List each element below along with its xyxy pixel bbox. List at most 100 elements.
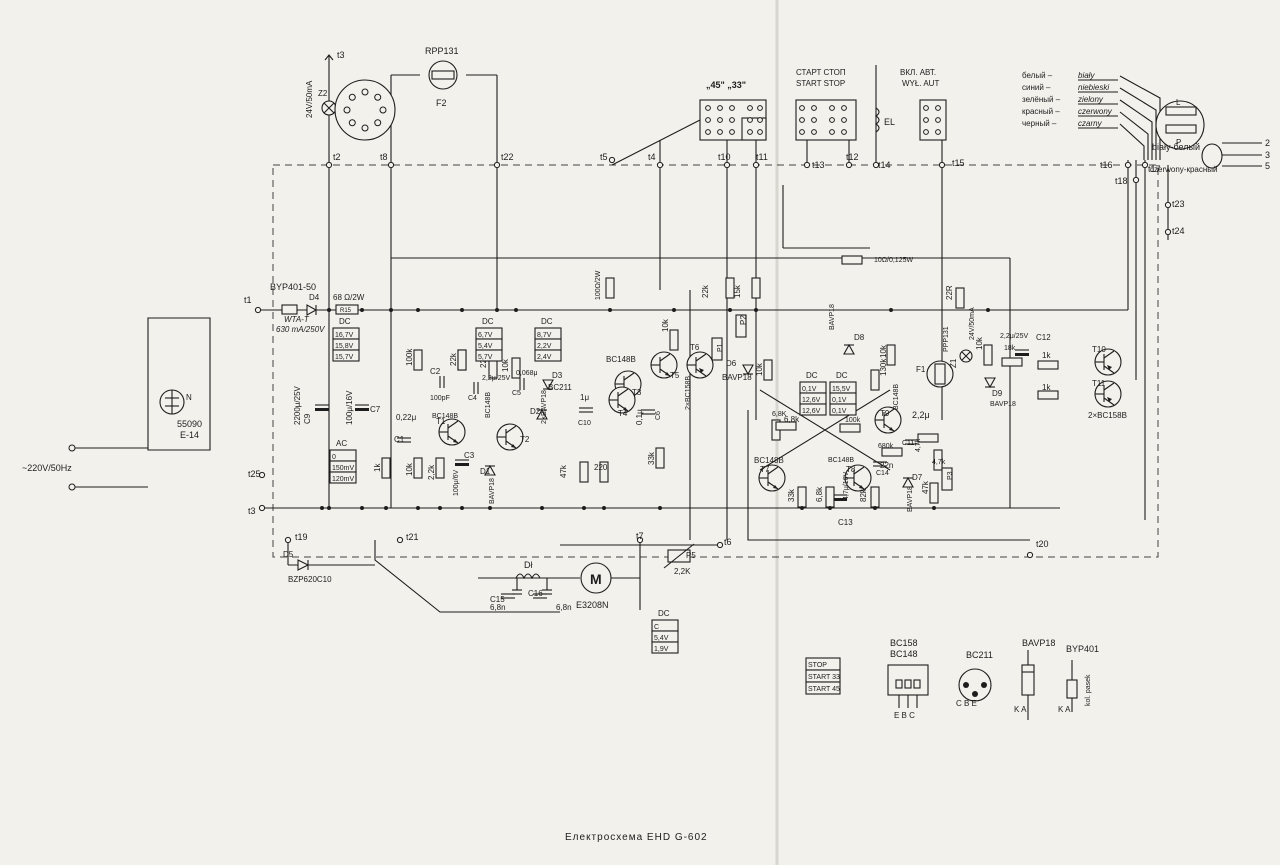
voltage-table-5-row-2: 0,1V (832, 408, 847, 415)
label-p3: P3 (947, 471, 954, 480)
resistor-r30 (1001, 357, 1023, 367)
lamp-z2: t3 Z2 24V/50mA (305, 50, 345, 118)
label-d7p: BAVP18 (907, 486, 914, 512)
motor-symbol: M (590, 571, 602, 587)
pinout-byp401-note: kol. pasek (1085, 674, 1092, 706)
label-c4: 2,2μ/25V (482, 375, 510, 382)
switch-auto-label-ru: ВКЛ. АВТ. (900, 68, 936, 77)
voltage-table-2-title: DC (482, 317, 494, 326)
label-d3: D3 (552, 371, 563, 380)
junction-dot (540, 506, 544, 510)
label-d9: D9 (992, 389, 1003, 398)
socket-pin (379, 106, 387, 114)
voltage-table-group: DC16,7V15,8V15,7VAC0150mV120mVDC6,7V5,4V… (329, 317, 857, 654)
resistor-r17 (751, 277, 761, 299)
voltage-table-1-row-1: 150mV (332, 465, 355, 472)
terminal-label-t7: t7 (636, 531, 644, 541)
fuse-f2: RPP131 F2 (425, 46, 459, 108)
label-c12ref: C12 (1036, 333, 1051, 342)
switch-state-2: START 45 (808, 686, 840, 693)
terminal-t23 (1164, 201, 1172, 209)
input-diode-part: BYP401-50 (270, 282, 316, 292)
neon-part: 55090 (177, 419, 202, 429)
junction-dot (327, 308, 331, 312)
label-r37-note: 6,8K (772, 411, 787, 418)
label-d8: D8 (854, 333, 865, 342)
resistor-r9 (511, 357, 521, 379)
label-p2: P2 (739, 315, 748, 325)
switch-contact (757, 117, 763, 123)
switch-contact (717, 129, 723, 135)
diode-d9 (984, 377, 996, 389)
voltage-table-5-row-0: 15,5V (832, 386, 851, 393)
label-r16: 10k (661, 318, 670, 332)
junction-dot (800, 506, 804, 510)
junction-dot (658, 506, 662, 510)
lamp-z2-rating: 24V/50mA (305, 80, 314, 118)
junction-dot (416, 506, 420, 510)
switch-contact (729, 129, 735, 135)
label-c16: 6,8n (556, 603, 572, 612)
junction-dot (384, 506, 388, 510)
junction-dot (582, 506, 586, 510)
wire-color-pl-4: czarny (1078, 119, 1103, 128)
junction-dot (602, 506, 606, 510)
voltage-table-1-row-2: 120mV (332, 476, 355, 483)
pinout-bavp18-label: BAVP18 (1022, 638, 1055, 648)
label-c10ref: C10 (578, 420, 591, 427)
switch-start-stop[interactable]: СТАРТ СТОП START STOP (795, 68, 857, 141)
terminal-t11 (752, 161, 760, 169)
socket-pin (348, 119, 356, 127)
voltage-table-2-row-1: 5,4V (478, 343, 493, 350)
input-fuse-line2: 630 mA/250V (276, 325, 325, 334)
wire-color-pl-1: niebieski (1078, 83, 1109, 92)
label-c3ref: C3 (464, 451, 475, 460)
pinout-bc158-pins: E B C (894, 711, 915, 720)
switch-contact (829, 117, 835, 123)
label-r23: 130k (879, 358, 888, 376)
terminal-t4 (656, 161, 664, 169)
input-section: BYP401-50 D4 WTA-T 630 mA/250V 68 Ω/2W R… (270, 282, 365, 584)
label-c7ref: C7 (370, 405, 381, 414)
junction-dot (360, 506, 364, 510)
input-resistor: R15 (340, 308, 352, 314)
terminal-label-t16: t16 (1100, 160, 1113, 170)
diode-d3 (542, 379, 554, 391)
terminal-label-t18: t18 (1115, 176, 1128, 186)
terminal-label-t25: t25 (248, 469, 261, 479)
pinout-bc158: BC158 BC148 E B C (887, 638, 929, 720)
switch-speed-label: „45" „33" (706, 80, 746, 90)
pinout-bc211-pins: C B E (956, 699, 977, 708)
terminal-label-t5: t5 (600, 152, 608, 162)
switch-auto[interactable]: ВКЛ. АВТ. WYŁ. AUT (900, 68, 947, 141)
wire-color-pl-3: czerwony (1078, 107, 1113, 116)
board-outline (272, 164, 1159, 558)
switch-contact (729, 105, 735, 111)
label-c6: 0,1μ (635, 409, 644, 425)
voltage-table-0-row-2: 15,7V (335, 354, 354, 361)
pinout-bc211-label: BC211 (966, 650, 993, 660)
label-r3: 100k (405, 348, 414, 366)
terminal-label-t19: t19 (295, 532, 308, 542)
terminal-t10 (723, 161, 731, 169)
terminal-label-t23: t23 (1172, 199, 1185, 209)
label-t2: T2 (520, 435, 530, 444)
pinout-bc211: BC211 C B E (956, 650, 993, 708)
voltage-table-2-row-0: 6,7V (478, 332, 493, 339)
cable-label-white: biały-белый (1152, 142, 1200, 152)
switch-state-1: START 33 (808, 674, 840, 681)
voltage-table-0-title: DC (339, 317, 351, 326)
relay-el-label: EL (884, 117, 895, 127)
junction-dot (488, 506, 492, 510)
label-t3p: BC148B (606, 355, 636, 364)
label-r20: 6,8k (815, 486, 824, 502)
junction-dot (608, 308, 612, 312)
terminal-label-t20: t20 (1036, 539, 1049, 549)
voltage-table-2-row-2: 5,7V (478, 354, 493, 361)
resistor-r26 (763, 359, 773, 381)
label-c14ref: C14 (876, 470, 889, 477)
